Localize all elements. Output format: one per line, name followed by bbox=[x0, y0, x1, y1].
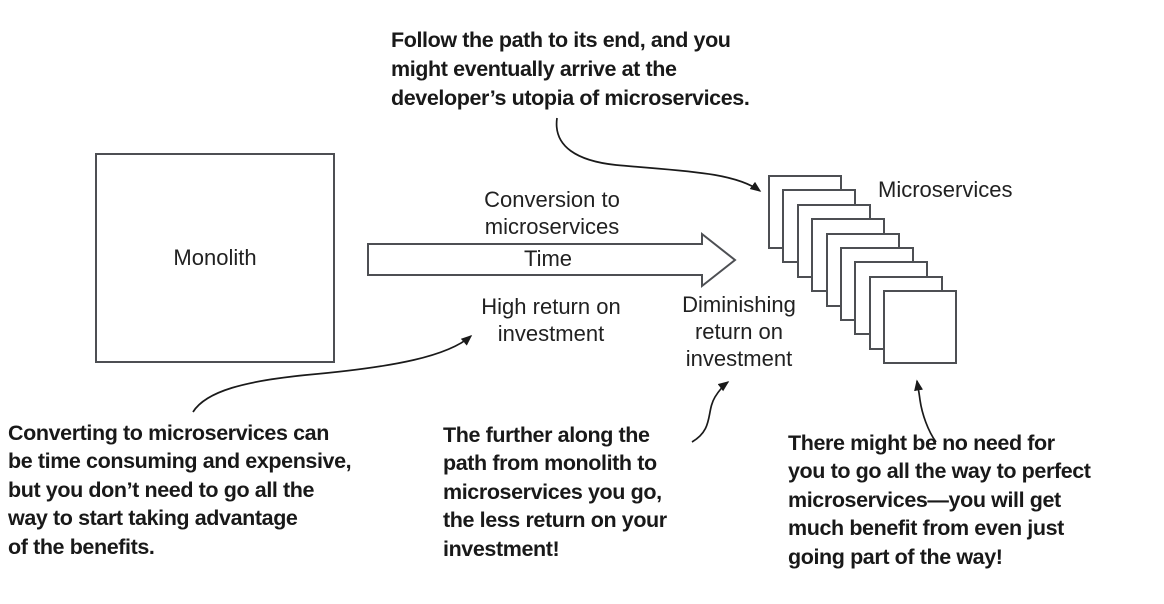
service-square bbox=[883, 290, 958, 365]
curve-arrow-top-to-stack bbox=[555, 117, 762, 192]
annotation-bottom-right: There might be no need for you to go all… bbox=[788, 431, 1091, 569]
time-label: Time bbox=[523, 246, 573, 271]
microservices-stack bbox=[768, 175, 964, 371]
monolith-box: Monolith bbox=[95, 153, 335, 363]
diminishing-return-label: Diminishing return on investment bbox=[682, 292, 796, 371]
annotation-bottom-middle: The further along the path from monolith… bbox=[443, 423, 667, 561]
monolith-label: Monolith bbox=[173, 245, 257, 270]
annotation-top: Follow the path to its end, and you migh… bbox=[391, 28, 750, 110]
annotation-bottom-left: Converting to microservices can be time … bbox=[8, 421, 352, 559]
microservices-label: Microservices bbox=[878, 177, 1013, 202]
conversion-to-microservices-label: Conversion to microservices bbox=[484, 187, 620, 239]
high-return-label: High return on investment bbox=[481, 294, 621, 346]
curve-arrow-to-diminishing-return bbox=[691, 381, 730, 443]
